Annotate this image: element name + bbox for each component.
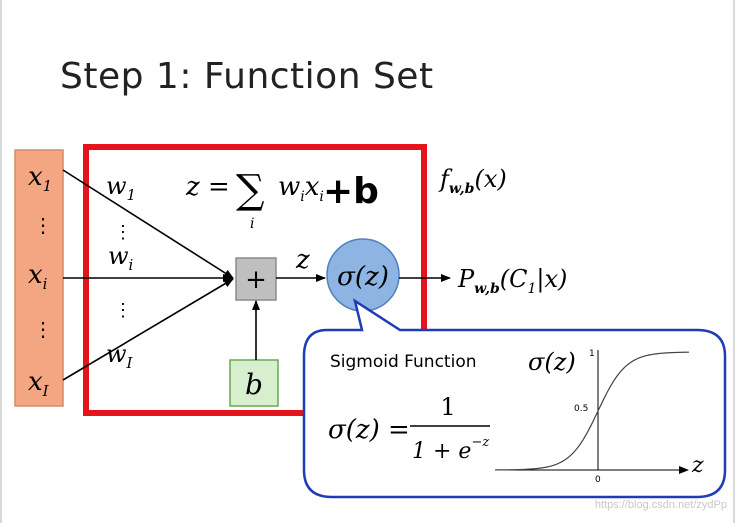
slide-left-border (0, 0, 2, 523)
sigmoid-curve (494, 351, 690, 471)
bias-label: b (245, 368, 263, 401)
sum-node-symbol: + (245, 265, 267, 295)
callout-title: Sigmoid Function (330, 352, 477, 372)
watermark: https://blog.csdn.net/zydPp (594, 499, 727, 511)
sigma-node-label: σ(z) (337, 262, 389, 292)
sigmoid-callout (302, 298, 727, 499)
input-xI: xI (28, 367, 50, 400)
z-label: z (295, 245, 310, 275)
weight-line-I (62, 278, 234, 381)
weight-dots-1: ⋮ (114, 222, 132, 243)
sigmoid-formula-lhs: σ(z) = (328, 415, 410, 445)
equation-term: wixi (278, 172, 324, 205)
weight-wi: wi (108, 242, 134, 274)
plot-x-label: z (691, 453, 704, 478)
plot-tick-half: 0.5 (574, 404, 588, 414)
weight-wI: wI (106, 340, 134, 372)
equation-sum: ∑ (236, 167, 265, 213)
sigmoid-formula-denominator: 1 + e−z (412, 435, 489, 464)
equation-lhs: z = (185, 172, 230, 202)
output-probability-label: Pw,b(C1|x) (457, 265, 567, 297)
weight-dots-2: ⋮ (114, 300, 132, 321)
bias-box (229, 359, 279, 407)
weight-w1: w1 (106, 172, 136, 204)
function-label: fw,b(x) (438, 165, 507, 197)
input-xi: xi (28, 260, 48, 293)
input-dots-1: ⋮ (33, 213, 53, 237)
function-box (83, 144, 427, 416)
plot-tick-0: 0 (595, 475, 601, 485)
slide-title: Step 1: Function Set (60, 56, 434, 97)
slide-right-border (733, 0, 735, 523)
weight-line-1 (62, 169, 234, 279)
equation-sum-index: i (250, 216, 254, 232)
input-column (14, 149, 64, 407)
plot-tick-1: 1 (589, 349, 595, 359)
sum-node (235, 257, 277, 301)
input-dots-2: ⋮ (33, 317, 53, 341)
equation-bias-handwritten: +b (323, 171, 379, 212)
input-x1: x1 (28, 162, 52, 195)
sigmoid-formula-numerator: 1 (440, 393, 455, 421)
plot-y-label: σ(z) (528, 348, 576, 376)
